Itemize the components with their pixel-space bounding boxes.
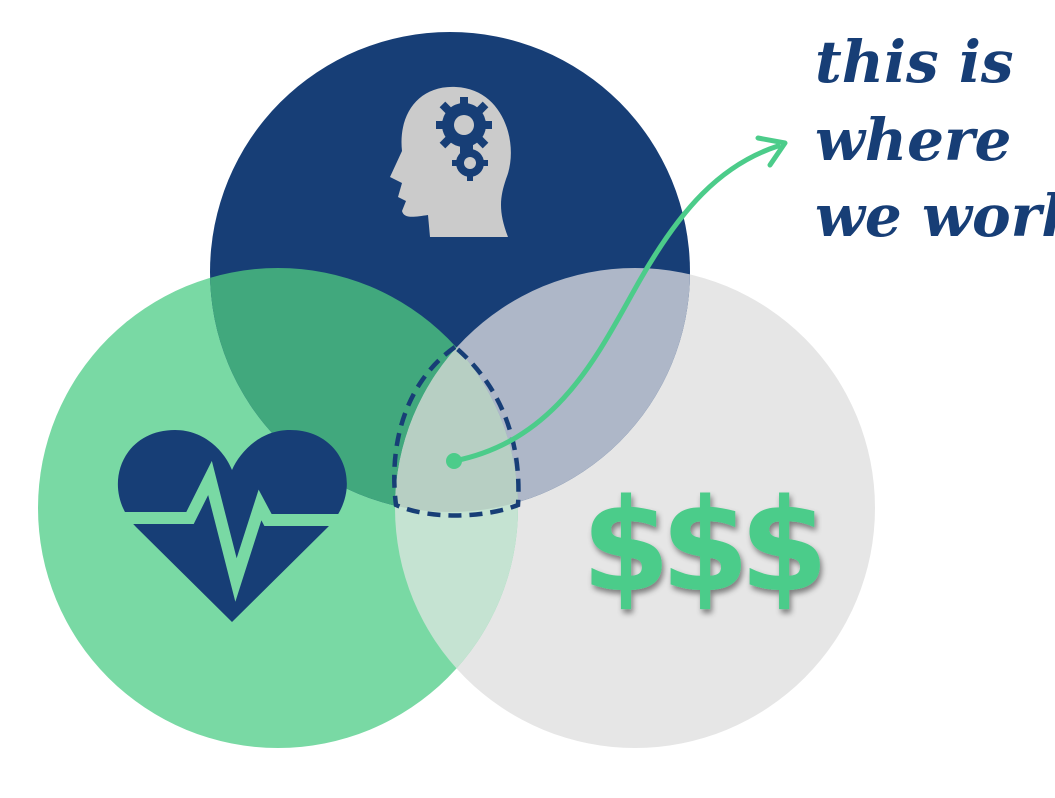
head-gears-icon bbox=[390, 86, 511, 237]
center-dashed-outline bbox=[392, 344, 521, 518]
annotation: this is where we work bbox=[815, 28, 1055, 250]
annotation-line-3: we work bbox=[815, 182, 1055, 250]
heart-pulse-icon bbox=[117, 430, 347, 622]
annotation-line-1: this is bbox=[815, 28, 1014, 96]
annotation-line-2: where bbox=[815, 106, 1011, 174]
money-label: $$$ bbox=[581, 472, 820, 621]
pointer-arrow bbox=[446, 135, 788, 469]
